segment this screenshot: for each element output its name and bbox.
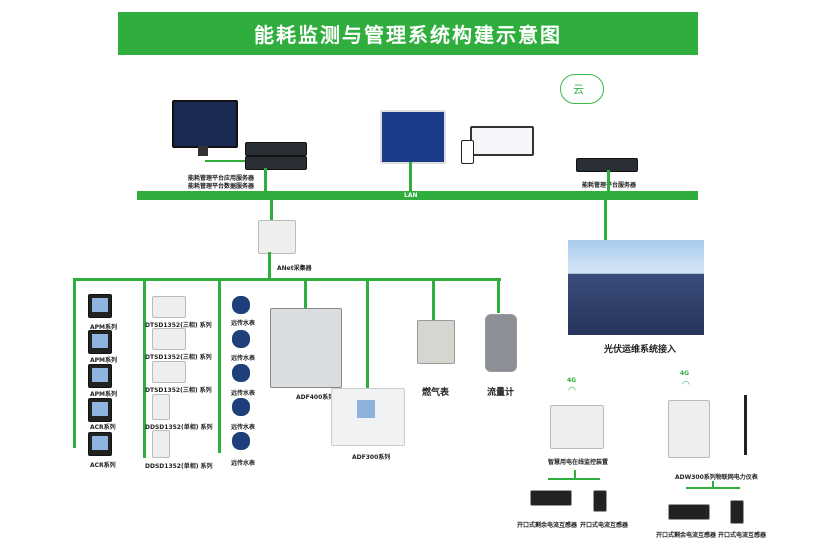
adf300-label: ADF300系列: [352, 454, 391, 461]
ct-label: 开口式电流互感器: [718, 532, 767, 539]
device-label: DDSD1352(单相) 系列: [145, 424, 213, 431]
cabinet-label: ADF400系列: [296, 394, 335, 401]
connector-line: [497, 278, 500, 313]
ct-image: [593, 490, 607, 512]
connector-line: [432, 278, 435, 320]
connector-line: [264, 168, 267, 192]
ct-residual-label: 开口式剩余电流互感器: [517, 522, 578, 529]
gas-meter-image: [417, 320, 455, 364]
device-label: APM系列: [90, 391, 118, 398]
device-label: APM系列: [90, 324, 118, 331]
device-label: 远传水表: [231, 390, 256, 397]
wifi-icon: ◠: [568, 386, 576, 396]
dtsd-meter-image: [152, 361, 186, 383]
smart-device-label: 智慧用电在线监控装置: [548, 459, 609, 466]
ct-label: 开口式电流互感器: [580, 522, 629, 529]
water-meter-image: [232, 296, 250, 314]
residual-ct-image: [668, 504, 710, 520]
connector-line: [304, 278, 307, 316]
anet-collector-image: [258, 220, 296, 254]
connector-line: [604, 200, 607, 240]
apm-meter-image: [88, 364, 112, 388]
diagram-title: 能耗监测与管理系统构建示意图: [118, 12, 698, 55]
monitor-stand: [198, 146, 208, 156]
residual-ct-image: [530, 490, 572, 506]
dtsd-meter-image: [152, 328, 186, 350]
signal-4g-label: 4G: [567, 377, 577, 384]
signal-4g-label: 4G: [680, 370, 690, 377]
flow-meter-image: [485, 314, 517, 372]
connector-line: [574, 470, 576, 478]
lan-bus: [137, 191, 698, 200]
solar-label: 光伏运维系统接入: [604, 345, 677, 355]
device-label: DDSD1352(单相) 系列: [145, 463, 213, 470]
apm-meter-image: [88, 330, 112, 354]
connector-line: [409, 162, 412, 192]
ct-image: [730, 500, 744, 524]
connector-line: [548, 478, 600, 480]
connector-line: [366, 278, 369, 388]
cabinet-image: [270, 308, 342, 388]
desktop-image: [380, 110, 446, 164]
adw300-label: ADW300系列物联网电力仪表: [675, 474, 758, 481]
cloud-label: 云: [573, 83, 584, 96]
connector-line: [268, 252, 271, 280]
cloud-icon: [560, 74, 604, 104]
field-bus: [73, 278, 501, 281]
water-meter-image: [232, 364, 250, 382]
connector-line: [607, 170, 610, 192]
solar-panel-image: [568, 240, 704, 335]
device-label: DTSD1352(三相) 系列: [145, 354, 212, 361]
water-meter-image: [232, 398, 250, 416]
bus-line-col3: [218, 278, 221, 453]
apm-meter-image: [88, 294, 112, 318]
gas-meter-label: 燃气表: [422, 388, 450, 398]
ct-residual-label: 开口式剩余电流互感器: [656, 532, 717, 539]
water-meter-image: [232, 432, 250, 450]
phone-image: [461, 140, 474, 164]
water-meter-image: [232, 330, 250, 348]
device-label: ACR系列: [90, 424, 116, 431]
connector-line: [712, 481, 714, 488]
device-label: 远传水表: [231, 424, 256, 431]
monitor-image: [172, 100, 238, 148]
bus-line-col2: [143, 278, 146, 458]
device-label: DTSD1352(三相) 系列: [145, 322, 212, 329]
connector-line: [686, 487, 740, 489]
wifi-icon: ◠: [682, 380, 690, 390]
dtsd-meter-image: [152, 296, 186, 318]
device-label: 远传水表: [231, 460, 256, 467]
data-server-label: 能耗管理平台数据服务器: [188, 183, 255, 190]
device-label: 远传水表: [231, 355, 256, 362]
ddsd-meter-image: [152, 430, 170, 458]
lan-label: LAN: [404, 192, 418, 199]
acr-meter-image: [88, 398, 112, 422]
connector-line: [270, 200, 273, 222]
bus-line-col1: [73, 278, 76, 448]
device-label: ACR系列: [90, 462, 116, 469]
adw300-image: [668, 400, 710, 458]
laptop-image: [470, 126, 534, 156]
smart-monitor-device-image: [550, 405, 604, 449]
server-image: [245, 142, 307, 156]
server-image: [245, 156, 307, 170]
acr-meter-image: [88, 432, 112, 456]
connector-line: [205, 160, 245, 162]
ddsd-meter-image: [152, 394, 170, 420]
device-label: DTSD1352(三相) 系列: [145, 387, 212, 394]
app-server-label: 能耗管理平台应用服务器: [188, 175, 255, 182]
antenna-image: [744, 395, 747, 455]
flow-meter-label: 流量计: [487, 388, 515, 398]
adf300-screen: [357, 400, 375, 418]
device-label: 远传水表: [231, 320, 256, 327]
device-label: APM系列: [90, 357, 118, 364]
collector-label: ANet采集器: [277, 265, 312, 272]
